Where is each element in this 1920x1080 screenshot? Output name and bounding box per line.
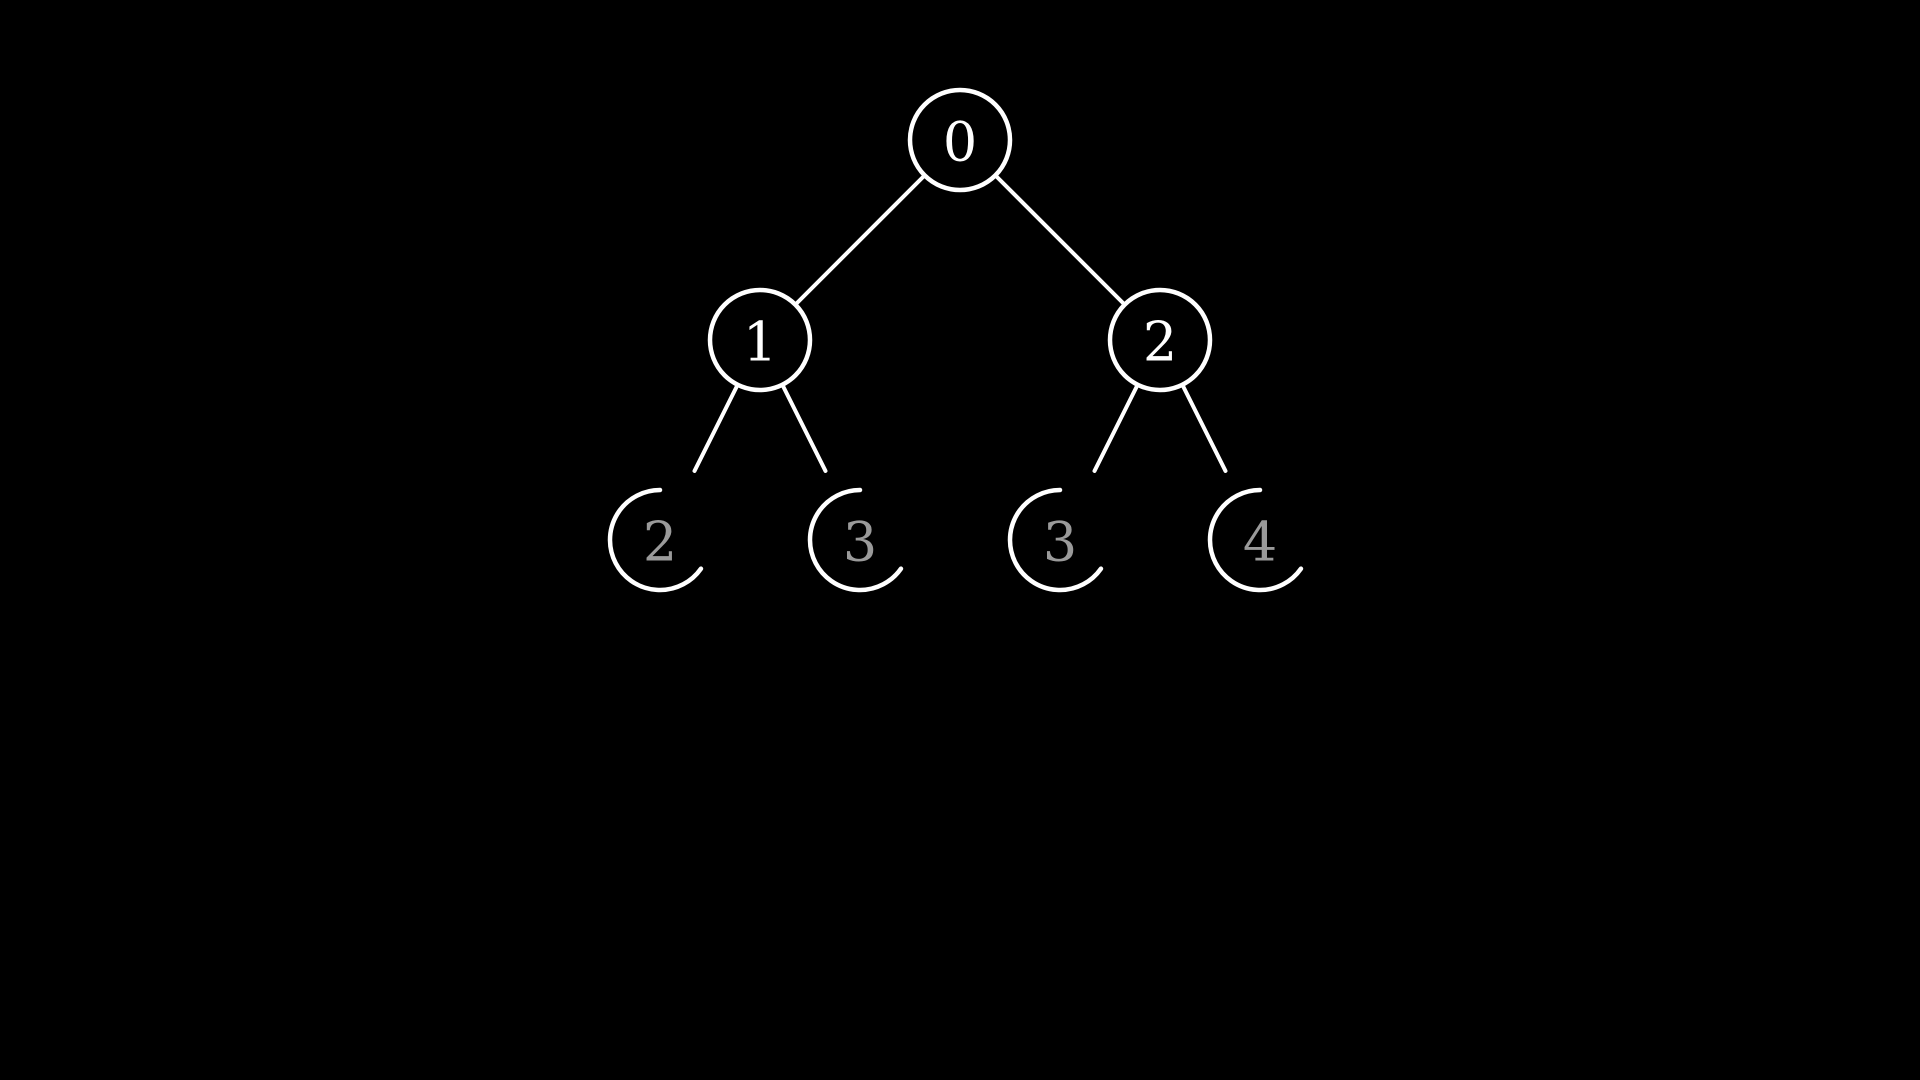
node-circle	[907, 87, 1013, 193]
tree-node-right: 2	[1107, 287, 1213, 393]
node-circle-partial	[807, 487, 904, 593]
node-circle-partial	[1007, 487, 1104, 593]
node-circle	[1107, 287, 1213, 393]
tree-node-right-right: 4	[1207, 487, 1304, 593]
tree-node-left-left: 2	[607, 487, 704, 593]
tree-edge-root-to-left	[793, 173, 927, 307]
node-label: 3	[843, 511, 877, 574]
node-circle	[707, 287, 813, 393]
tree-node-root: 0	[907, 87, 1013, 193]
node-circle-partial	[1207, 487, 1304, 593]
tree-edge-right-to-right-left	[1092, 382, 1140, 473]
tree-node-right-left: 3	[1007, 487, 1104, 593]
node-label: 4	[1243, 511, 1277, 574]
tree-edge-root-to-right	[993, 173, 1127, 307]
tree-edge-right-to-right-right	[1180, 382, 1228, 473]
tree-edges	[692, 173, 1228, 473]
tree-edge-left-to-left-left	[692, 382, 740, 473]
tree-node-left: 1	[707, 287, 813, 393]
node-label: 3	[1043, 511, 1077, 574]
node-circle-partial	[607, 487, 704, 593]
node-label: 2	[643, 511, 677, 574]
node-label: 1	[743, 311, 777, 374]
tree-nodes: 0 1 2 2 3 3 4	[607, 87, 1304, 593]
tree-edge-left-to-left-right	[780, 382, 828, 473]
node-label: 0	[943, 111, 977, 174]
tree-node-left-right: 3	[807, 487, 904, 593]
node-label: 2	[1143, 311, 1177, 374]
